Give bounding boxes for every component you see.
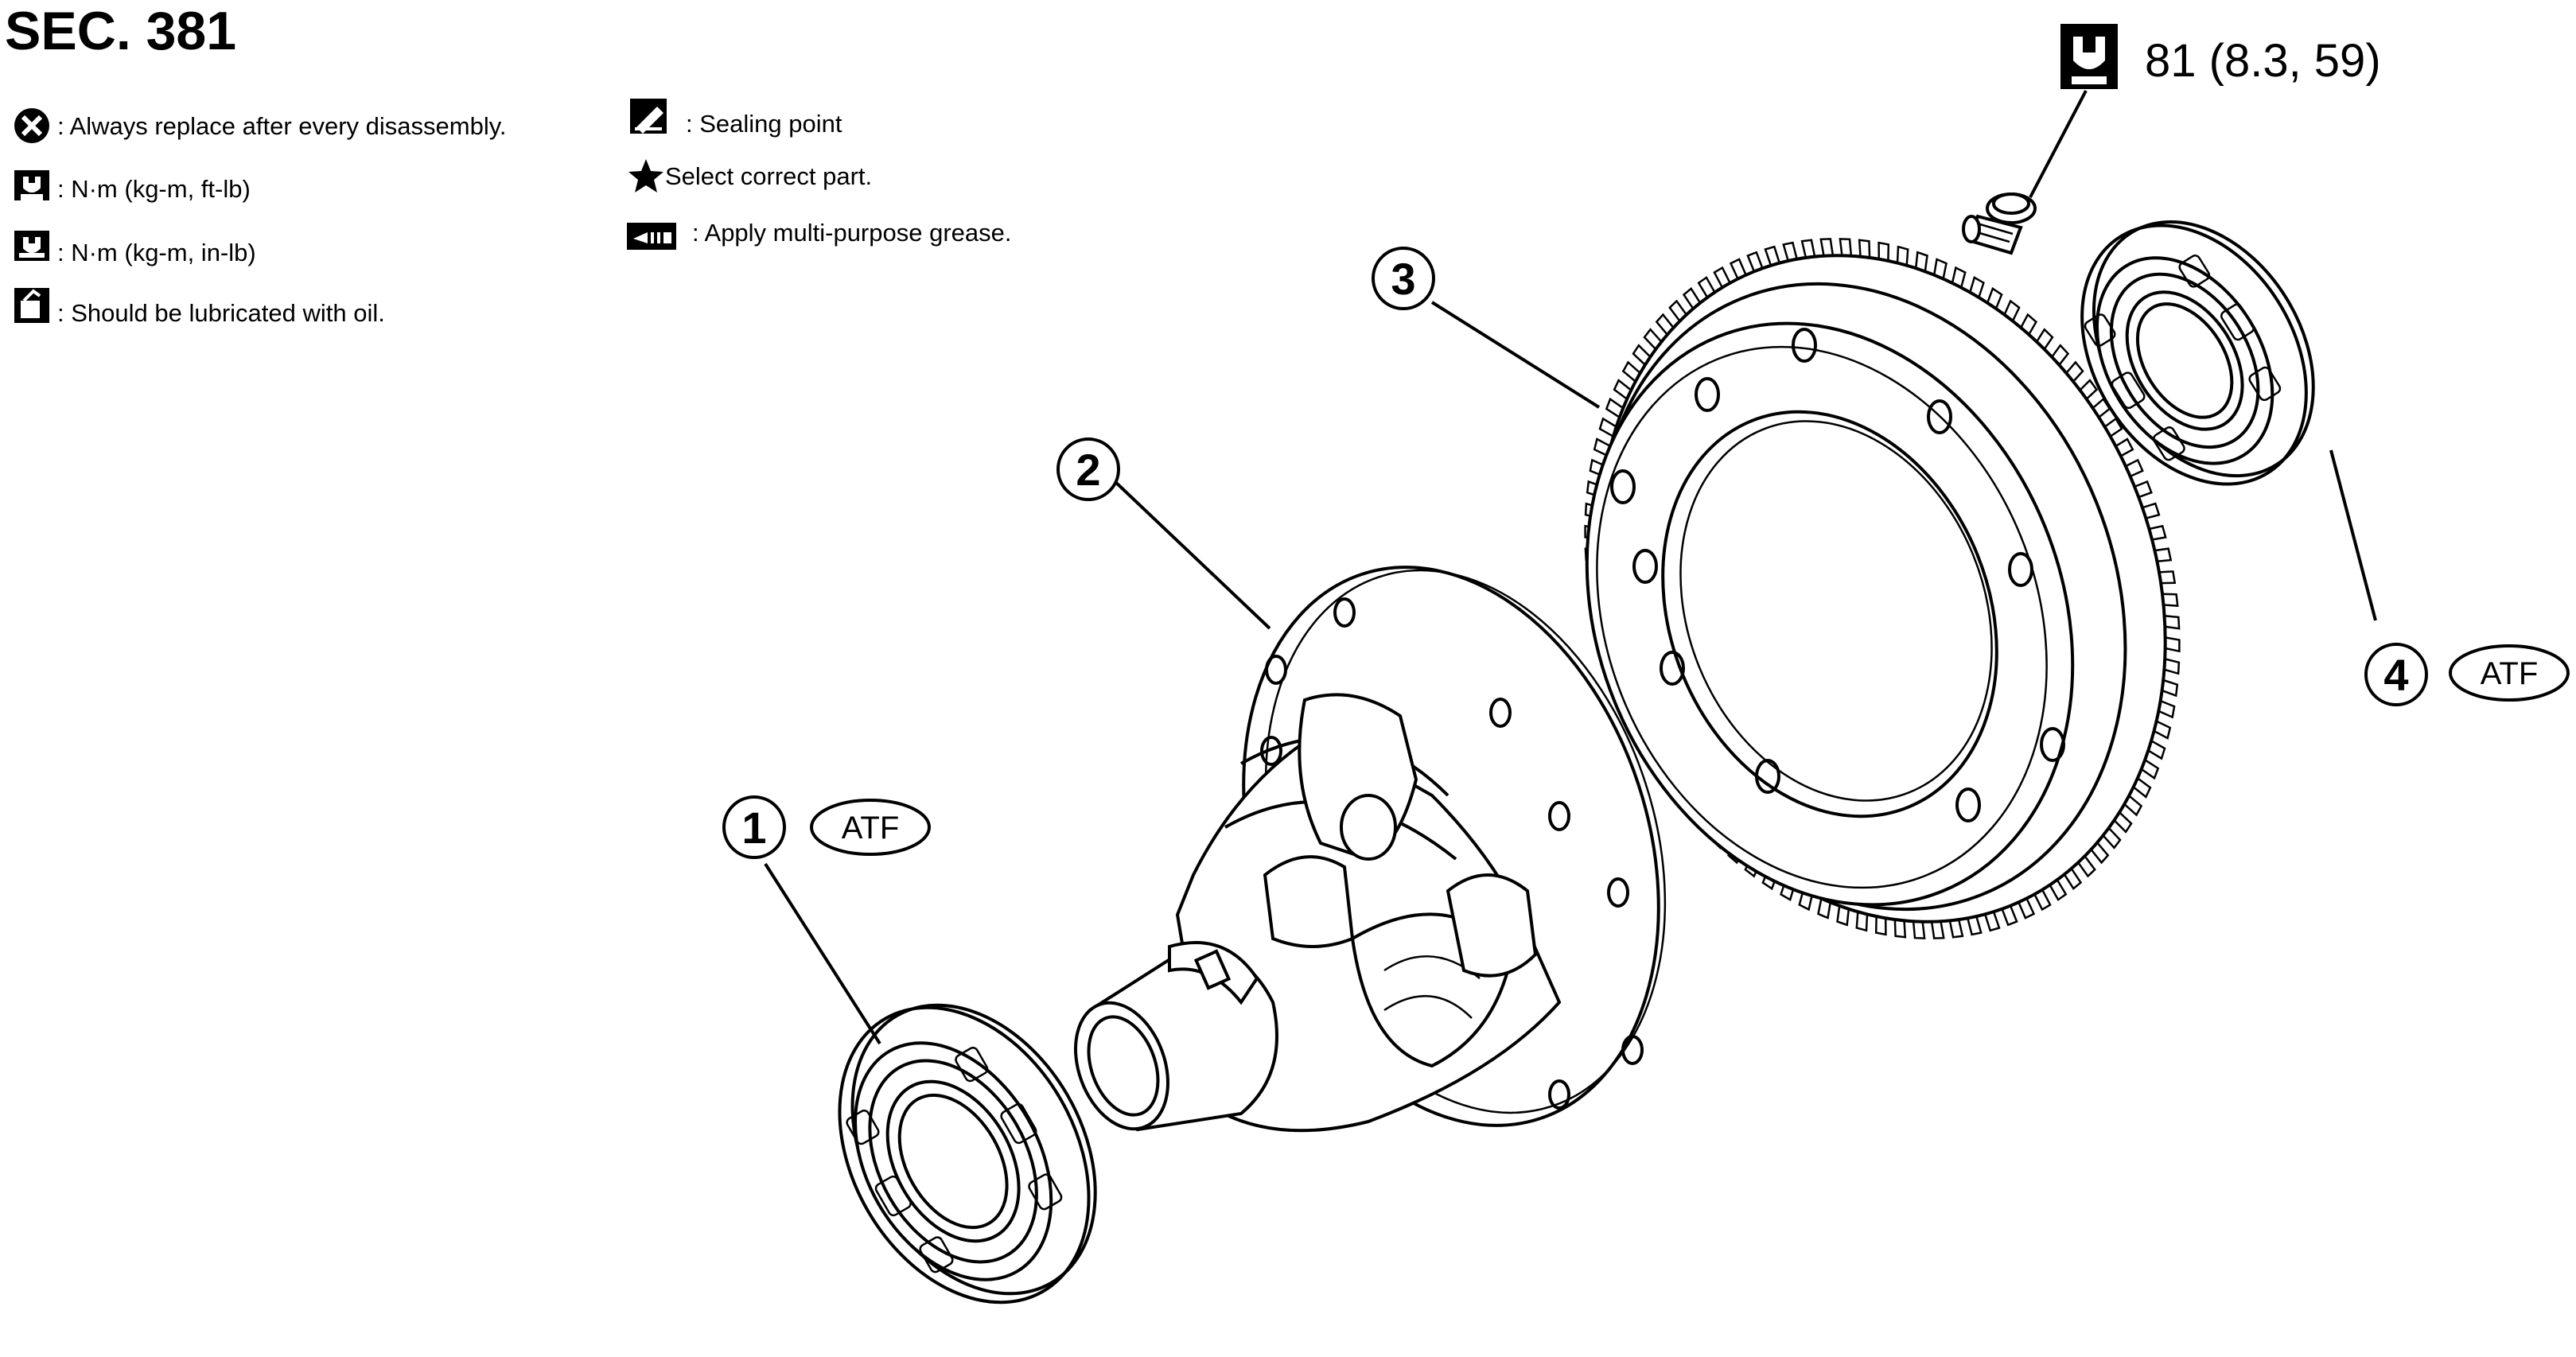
callout-1: 1 — [722, 795, 786, 859]
legend-item-oil: : Should be lubricated with oil. — [57, 299, 385, 327]
part-3-final-gear — [1430, 238, 2181, 939]
part-2-differential-case — [1074, 479, 1667, 1133]
gear-tooth — [1858, 239, 1871, 259]
callout-3-number: 3 — [1391, 254, 1415, 304]
callout-3: 3 — [1372, 247, 1435, 310]
legend-item-sealing: : Sealing point — [686, 110, 842, 138]
gear-tooth — [1839, 238, 1853, 257]
gear-tooth — [2164, 636, 2181, 653]
case-bolt-holes — [1260, 597, 1644, 1110]
callout-4-number: 4 — [2383, 650, 2408, 700]
gear-tooth — [1930, 920, 1945, 939]
legend-left: : Always replace after every disassembly… — [14, 108, 507, 327]
sealing-point-icon — [630, 99, 667, 134]
callout-2-number: 2 — [1076, 445, 1100, 495]
gear-tooth — [1948, 918, 1964, 939]
part-1-bearing — [764, 862, 1097, 1305]
replace-x-icon — [14, 108, 49, 143]
leader-part-4 — [2329, 449, 2377, 621]
gear-bolt-holes — [1610, 328, 2065, 822]
legend-item-select: Select correct part. — [665, 162, 872, 190]
gear-tooth — [1893, 918, 1907, 939]
legend-item-torque-inlb: : N·m (kg-m, in-lb) — [57, 239, 256, 266]
atf-tag-4: ATF — [2449, 644, 2570, 702]
section-title: SEC. 381 — [5, 1, 236, 61]
gear-tooth — [1912, 920, 1926, 939]
atf-tag-1-label: ATF — [842, 811, 900, 846]
legend-item-torque-ftlb: : N·m (kg-m, ft-lb) — [57, 175, 251, 203]
star-icon — [628, 159, 663, 192]
leader-part-3 — [1430, 301, 1601, 409]
gear-tooth — [1800, 239, 1816, 259]
callout-4: 4 — [2364, 643, 2428, 706]
torque-wrench-icon — [2060, 24, 2118, 89]
legend-item-grease: : Apply multi-purpose grease. — [692, 219, 1012, 247]
oil-can-icon — [14, 288, 49, 323]
callout-2: 2 — [1056, 437, 1120, 501]
final-gear-bolt — [1962, 192, 2037, 255]
leader-part-2 — [1112, 479, 1271, 630]
grease-icon — [627, 223, 676, 250]
leader-bolt — [2029, 90, 2088, 198]
callout-1-number: 1 — [741, 803, 766, 853]
gear-tooth — [2163, 614, 2181, 630]
legend-right: : Sealing point Select correct part. : A… — [627, 99, 1012, 250]
torque-spec-group: 81 (8.3, 59) — [2029, 24, 2381, 198]
legend-item-replace: : Always replace after every disassembly… — [57, 112, 507, 140]
atf-tag-1: ATF — [810, 799, 931, 856]
leader-part-1 — [764, 862, 881, 1045]
gear-tooth — [1819, 238, 1835, 257]
torque-wrench-icon — [14, 170, 49, 200]
torque-wrench-inlb-icon — [14, 231, 49, 261]
atf-tag-4-label: ATF — [2481, 656, 2539, 691]
torque-spec-value: 81 (8.3, 59) — [2145, 35, 2381, 87]
